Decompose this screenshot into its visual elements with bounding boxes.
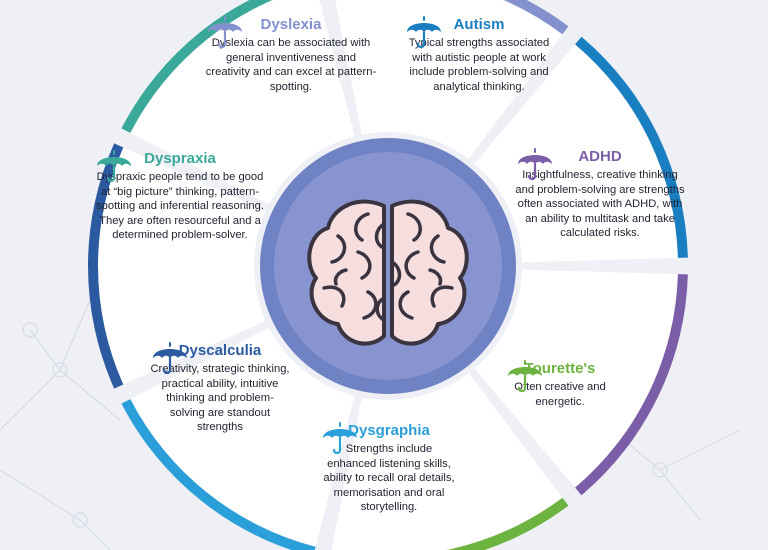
umbrella-icon [323, 422, 357, 455]
segment-dyspraxia: Dyspraxia Dyspraxic people tend to be go… [94, 148, 266, 243]
umbrella-icon [208, 16, 242, 49]
umbrella-icon [518, 148, 552, 181]
segment-title: Dyscalculia [178, 342, 262, 359]
wheel-segment-dyspraxia [121, 0, 355, 205]
segment-dysgraphia: Dysgraphia Strengths include enhanced li… [320, 420, 458, 515]
segment-autism: Autism Typical strengths associated with… [404, 14, 554, 94]
segment-title: Autism [453, 16, 505, 33]
segment-title: Dyspraxia [144, 150, 216, 167]
umbrella-icon [508, 360, 542, 393]
segment-tourettes: Tourette's Often creative and energetic. [505, 358, 615, 409]
wheel-segment-dyslexia [335, 0, 569, 159]
segment-dyslexia: Dyslexia Dyslexia can be associated with… [205, 14, 377, 94]
segment-description: Strengths include enhanced listening ski… [323, 443, 455, 514]
segment-dyscalculia: Dyscalculia Creativity, strategic thinki… [150, 340, 290, 435]
umbrella-icon [407, 16, 441, 49]
wheel-segment-tourettes [331, 373, 569, 550]
segment-title: ADHD [578, 148, 622, 165]
background-network [0, 299, 741, 550]
segment-description: Creativity, strategic thinking, practica… [150, 363, 290, 434]
wheel-segment-dysgraphia [121, 327, 355, 550]
segment-description: Typical strengths associated with autist… [408, 37, 550, 93]
segment-title: Dysgraphia [348, 422, 430, 439]
brain-icon [307, 199, 469, 346]
segment-title: Dyslexia [260, 16, 322, 33]
wheel-segment-autism [474, 36, 688, 263]
segment-description: Dyslexia can be associated with general … [205, 37, 377, 93]
segment-description: Insightfulness, creative thinking and pr… [515, 169, 685, 240]
segment-adhd: ADHD Insightfulness, creative thinking a… [515, 146, 685, 241]
wheel-segment-dyscalculia [87, 143, 266, 389]
wheel-segment-adhd [474, 269, 688, 496]
segment-description: Dyspraxic people tend to be good at “big… [96, 171, 264, 242]
segment-title: Tourette's [524, 360, 596, 377]
segment-description: Often creative and energetic. [514, 381, 606, 408]
umbrella-icon [153, 342, 187, 375]
center-hub [260, 138, 516, 394]
umbrella-icon [97, 150, 131, 183]
